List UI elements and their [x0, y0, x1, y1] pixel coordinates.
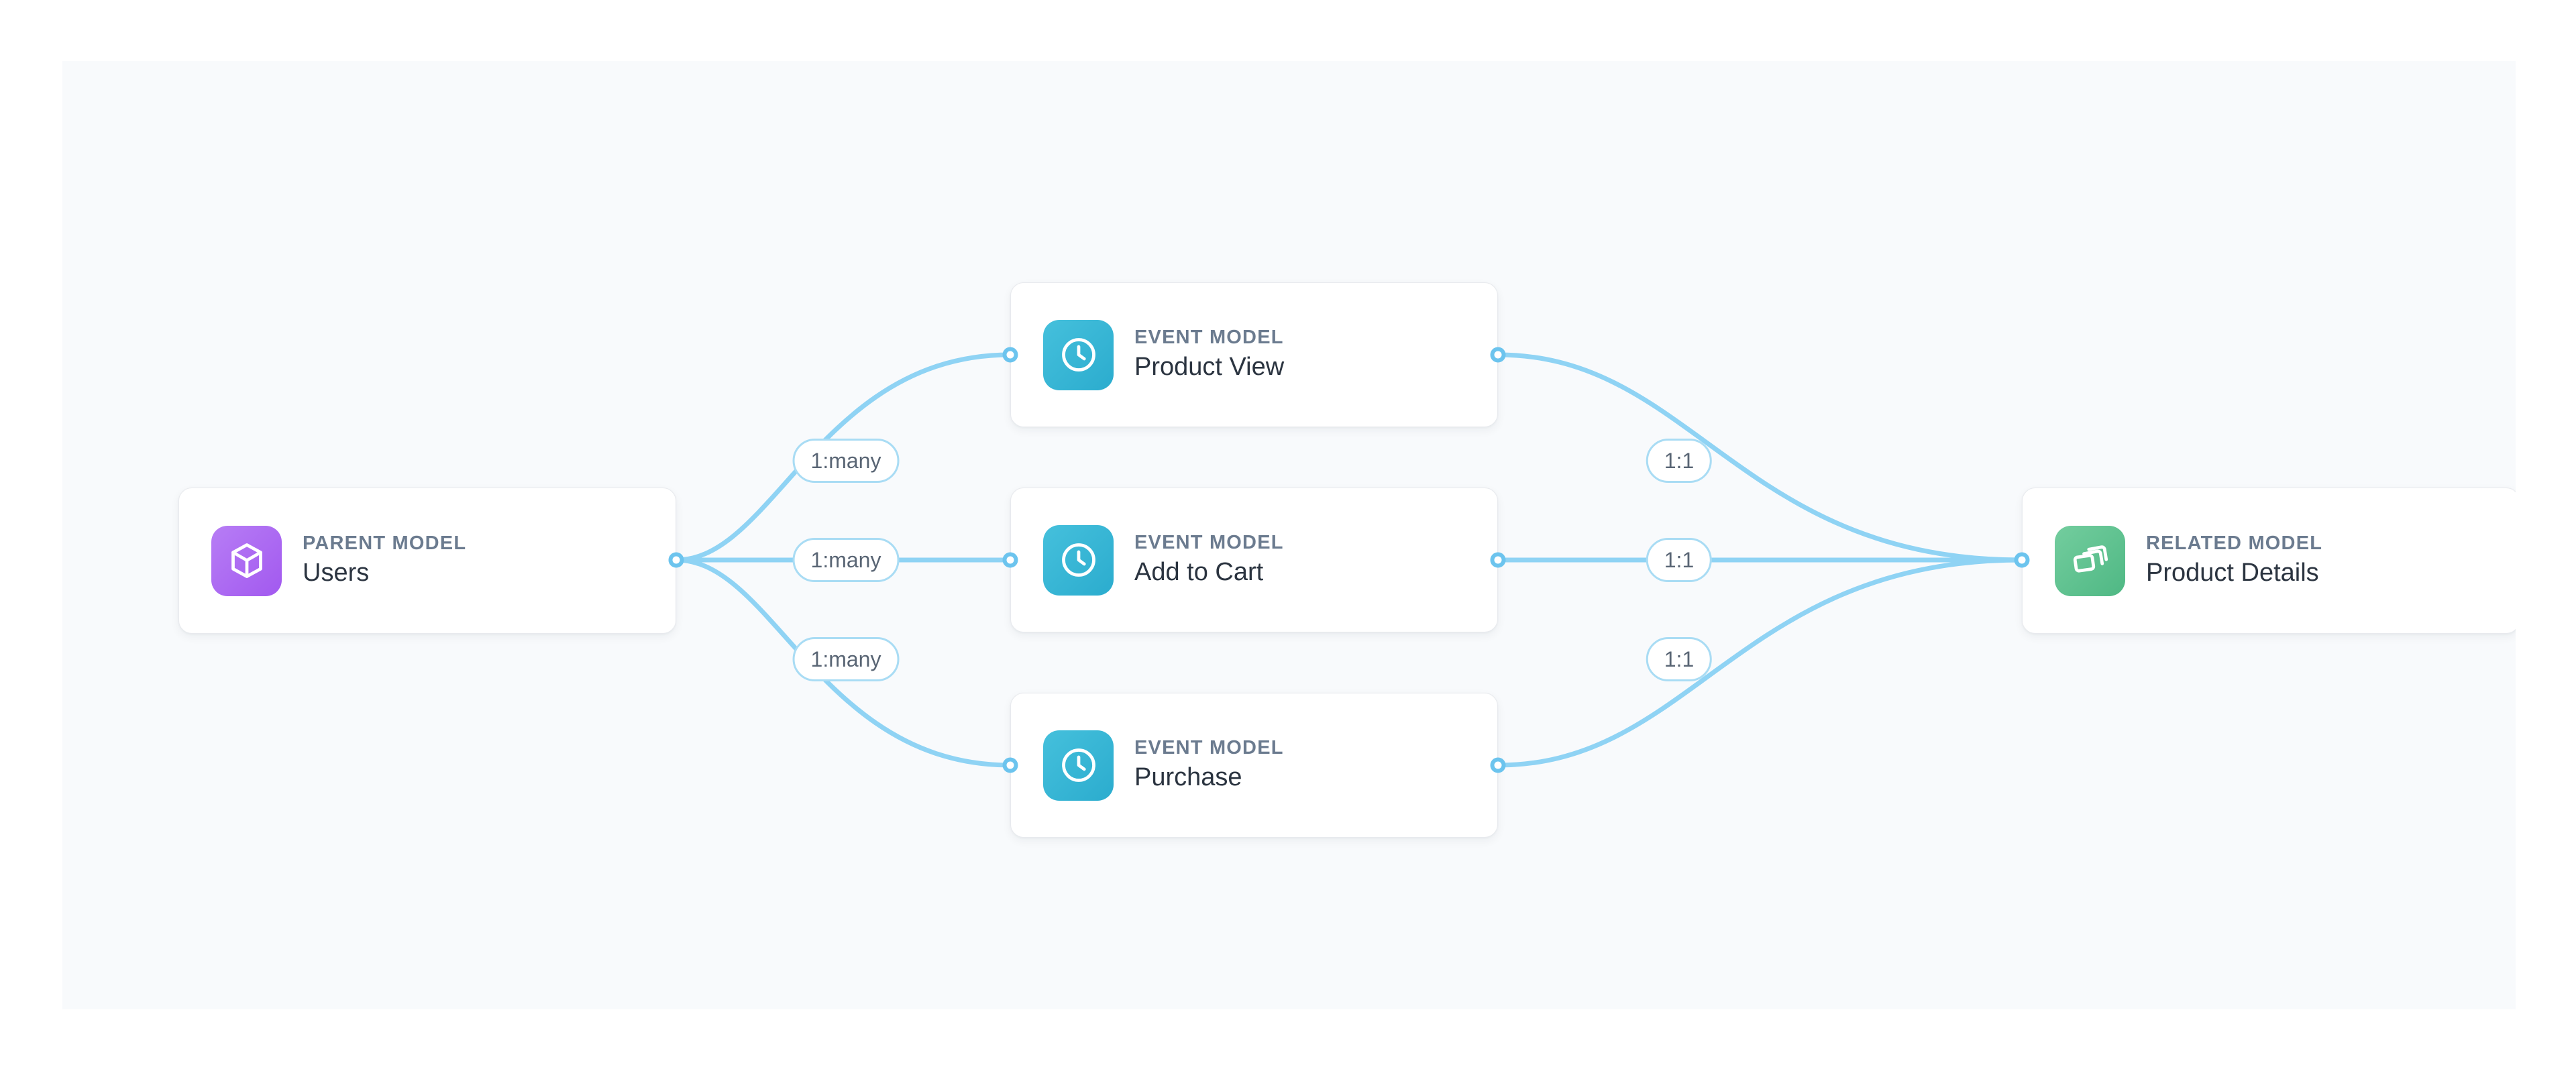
- node-title: Purchase: [1134, 763, 1242, 791]
- node-kind-label: EVENT MODEL: [1134, 736, 1284, 758]
- relationship-badge-users-purchase[interactable]: 1:many: [792, 637, 900, 681]
- clock-icon: [1043, 730, 1114, 801]
- node-content: EVENT MODEL Purchase: [1011, 730, 1284, 801]
- edge-product-view-to-related: [1495, 352, 2025, 563]
- relationship-badge-users-product-view[interactable]: 1:many: [792, 439, 900, 483]
- node-text: EVENT MODEL Add to Cart: [1134, 531, 1284, 587]
- port-related-in[interactable]: [2014, 552, 2030, 568]
- node-content: RELATED MODEL Product Details: [2023, 525, 2323, 596]
- node-event-product-view[interactable]: EVENT MODEL Product View: [1010, 282, 1498, 427]
- node-parent-model[interactable]: PARENT MODEL Users: [178, 488, 676, 634]
- node-kind-label: RELATED MODEL: [2146, 532, 2323, 554]
- relationship-badge-product-view-related[interactable]: 1:1: [1646, 439, 1713, 483]
- node-related-model[interactable]: RELATED MODEL Product Details: [2022, 488, 2516, 634]
- relationship-badge-users-add-to-cart[interactable]: 1:many: [792, 538, 900, 582]
- cube-icon: [211, 525, 282, 596]
- port-purchase-in[interactable]: [1002, 757, 1018, 773]
- relationship-badge-add-to-cart-related[interactable]: 1:1: [1646, 538, 1713, 582]
- node-text: EVENT MODEL Purchase: [1134, 738, 1284, 793]
- clock-icon: [1043, 319, 1114, 390]
- node-content: EVENT MODEL Product View: [1011, 319, 1285, 390]
- node-text: PARENT MODEL Users: [303, 532, 467, 588]
- layers-icon: [2055, 525, 2125, 596]
- node-title: Product Details: [2146, 558, 2319, 587]
- port-add-to-cart-out[interactable]: [1490, 552, 1506, 568]
- port-add-to-cart-in[interactable]: [1002, 552, 1018, 568]
- port-product-view-out[interactable]: [1490, 347, 1506, 363]
- node-content: PARENT MODEL Users: [179, 525, 467, 596]
- node-text: RELATED MODEL Product Details: [2146, 532, 2323, 588]
- node-kind-label: PARENT MODEL: [303, 532, 467, 554]
- port-parent-out[interactable]: [668, 552, 684, 568]
- port-purchase-out[interactable]: [1490, 757, 1506, 773]
- edge-purchase-to-related: [1495, 557, 2025, 768]
- node-event-purchase[interactable]: EVENT MODEL Purchase: [1010, 693, 1498, 838]
- node-kind-label: EVENT MODEL: [1134, 531, 1284, 553]
- diagram-canvas[interactable]: PARENT MODEL Users EVENT MODEL Product V…: [62, 61, 2516, 1009]
- node-text: EVENT MODEL Product View: [1134, 326, 1285, 382]
- port-product-view-in[interactable]: [1002, 347, 1018, 363]
- node-kind-label: EVENT MODEL: [1134, 326, 1284, 348]
- node-title: Product View: [1134, 352, 1285, 381]
- node-event-add-to-cart[interactable]: EVENT MODEL Add to Cart: [1010, 488, 1498, 632]
- node-content: EVENT MODEL Add to Cart: [1011, 524, 1284, 596]
- relationship-badge-purchase-related[interactable]: 1:1: [1646, 637, 1713, 681]
- node-title: Users: [303, 558, 370, 587]
- node-title: Add to Cart: [1134, 557, 1264, 586]
- clock-icon: [1043, 524, 1114, 596]
